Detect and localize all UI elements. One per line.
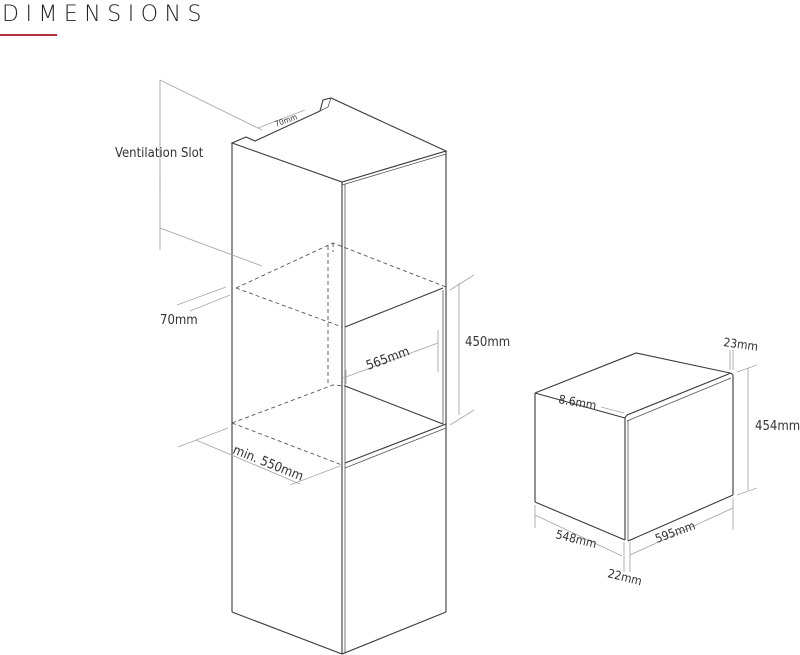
label-niche-width: 565mm bbox=[364, 344, 412, 374]
page-title: DIMENSIONS bbox=[2, 2, 208, 27]
label-width: 595mm bbox=[653, 518, 697, 545]
label-frame-top-offset: 8.6mm bbox=[557, 392, 597, 412]
label-height: 454mm bbox=[755, 419, 800, 434]
label-front-thickness-top: 23mm bbox=[723, 335, 759, 354]
label-front-thickness-bottom: 22mm bbox=[606, 566, 643, 588]
label-ventilation-slot: Ventilation Slot bbox=[115, 146, 204, 161]
label-depth: 548mm bbox=[554, 527, 598, 551]
label-side-gap: 70mm bbox=[160, 313, 198, 328]
label-niche-height: 450mm bbox=[465, 335, 510, 350]
label-min-depth: min. 550mm bbox=[231, 443, 306, 485]
appliance-top bbox=[534, 352, 731, 394]
cabinet-top-outline bbox=[230, 97, 448, 183]
appliance: 8.6mm 23mm 454mm 548mm 22mm 595mm bbox=[534, 335, 800, 588]
tall-cabinet: Ventilation Slot 70mm 70mm 565mm 450mm m… bbox=[115, 79, 510, 655]
title-underline bbox=[0, 34, 57, 36]
